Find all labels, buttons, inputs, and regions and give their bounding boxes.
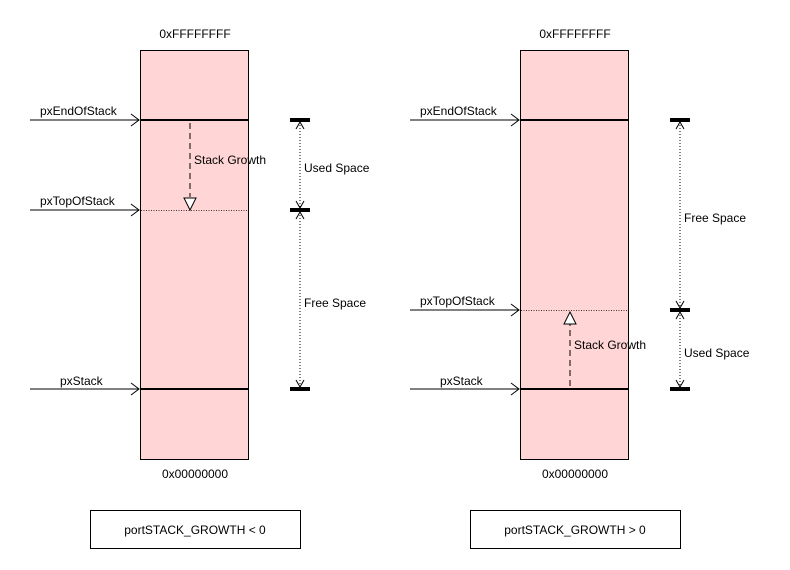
- left-used-space-label: Used Space: [304, 161, 370, 175]
- left-end-pointer-arrow: [30, 113, 140, 127]
- left-bottom-address: 0x00000000: [162, 467, 228, 481]
- right-stack-pointer-label: pxStack: [440, 374, 484, 388]
- left-diagram: 0xFFFFFFFF 0x00000000 pxEndOfStack pxTop…: [30, 27, 370, 549]
- right-free-space-label: Free Space: [684, 211, 746, 225]
- right-space-dimension: [670, 118, 690, 391]
- right-diagram: 0xFFFFFFFF 0x00000000 pxEndOfStack pxTop…: [410, 27, 750, 549]
- left-caption-box: [90, 510, 301, 549]
- left-caption: portSTACK_GROWTH < 0: [124, 523, 266, 537]
- right-caption-box: [470, 510, 681, 549]
- right-stack-growth-arrow: [563, 310, 577, 386]
- right-top-pointer-label: pxTopOfStack: [420, 294, 496, 308]
- right-end-pointer-arrow: [410, 113, 520, 127]
- left-end-pointer-label: pxEndOfStack: [40, 104, 118, 118]
- right-stack-growth-label: Stack Growth: [574, 338, 646, 352]
- right-stack-pointer-arrow: [410, 382, 520, 396]
- left-space-dimension: [290, 118, 310, 391]
- left-stack-pointer-label: pxStack: [60, 374, 104, 388]
- left-stack-pointer-arrow: [30, 382, 140, 396]
- left-top-pointer-arrow: [30, 203, 140, 217]
- left-stack-growth-arrow: [183, 123, 197, 212]
- left-stack-growth-label: Stack Growth: [194, 153, 266, 167]
- right-top-pointer-arrow: [410, 303, 520, 317]
- right-top-address: 0xFFFFFFFF: [539, 27, 610, 41]
- left-free-space-label: Free Space: [304, 296, 366, 310]
- right-stack-memory-block: [520, 50, 629, 460]
- right-bottom-address: 0x00000000: [542, 467, 608, 481]
- right-used-space-label: Used Space: [684, 346, 750, 360]
- left-stack-memory-block: [140, 50, 249, 460]
- right-end-pointer-label: pxEndOfStack: [420, 104, 498, 118]
- left-top-address: 0xFFFFFFFF: [159, 27, 230, 41]
- left-top-pointer-label: pxTopOfStack: [40, 194, 116, 208]
- right-caption: portSTACK_GROWTH > 0: [504, 523, 646, 537]
